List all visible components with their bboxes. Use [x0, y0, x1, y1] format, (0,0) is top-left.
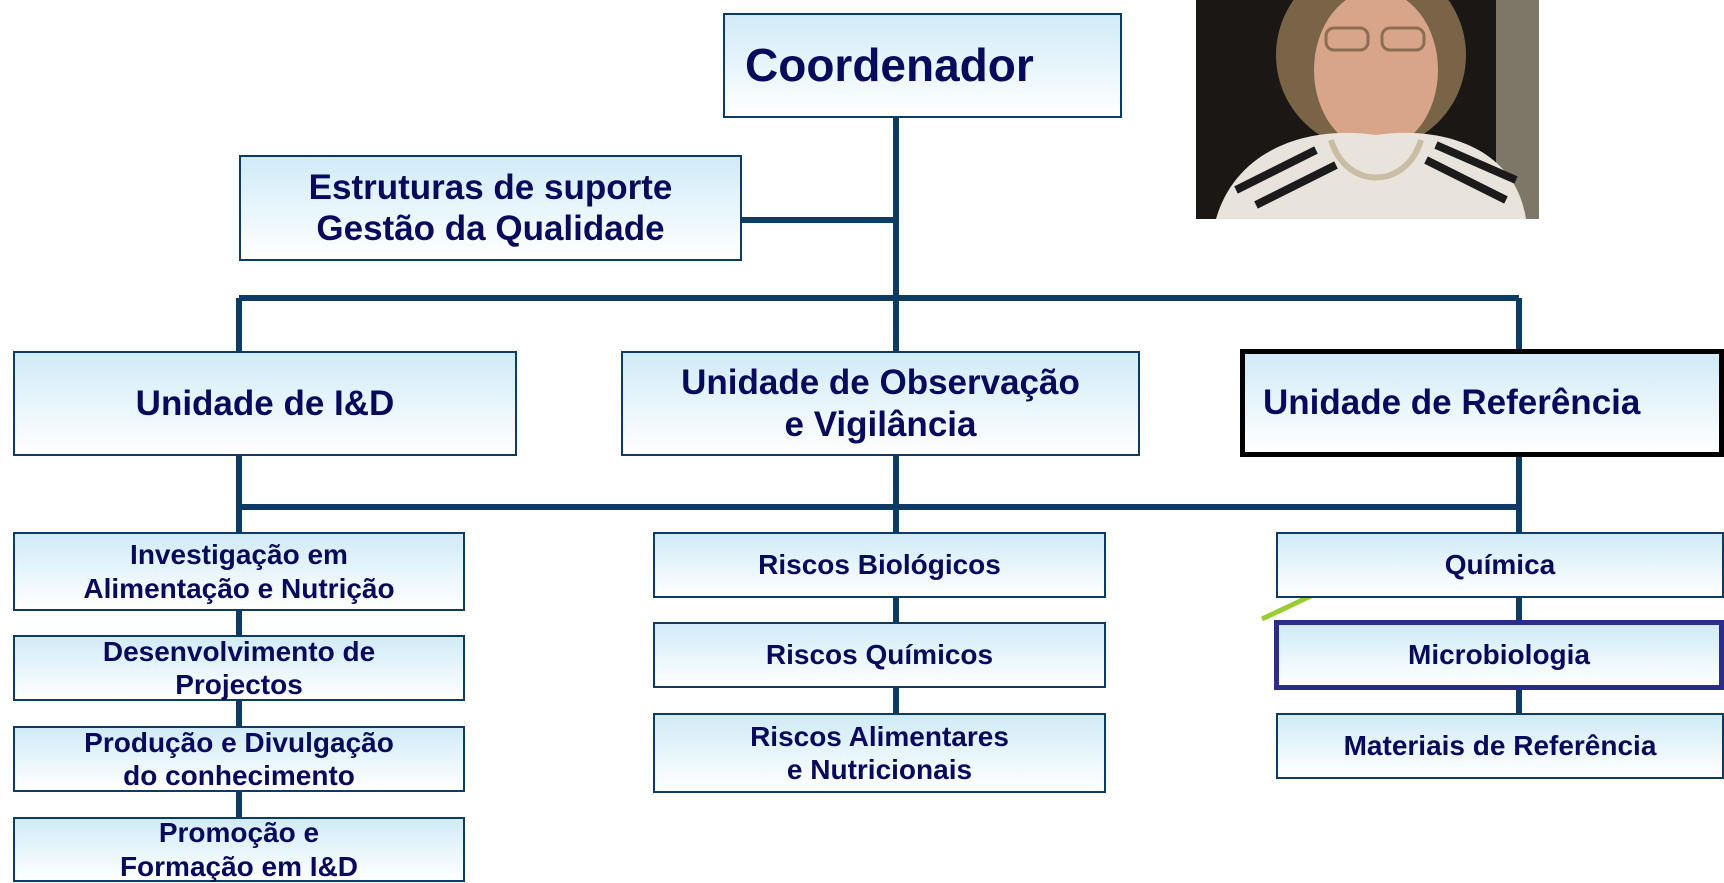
unit-observation-box: Unidade de Observação e Vigilância	[621, 351, 1140, 456]
unit-reference-box: Unidade de Referência	[1240, 349, 1724, 457]
rd-item-training: Promoção e Formação em I&D	[13, 817, 465, 882]
reference-item-chemistry: Química	[1276, 532, 1724, 598]
coordinator-portrait-photo	[1196, 0, 1539, 219]
rd-item-research: Investigação em Alimentação e Nutrição	[13, 532, 465, 611]
rd-item-knowledge: Produção e Divulgação do conhecimento	[13, 726, 465, 792]
observation-item-chemical: Riscos Químicos	[653, 622, 1106, 688]
observation-item-food: Riscos Alimentares e Nutricionais	[653, 713, 1106, 793]
coordinator-box: Coordenador	[723, 13, 1122, 118]
observation-item-biological: Riscos Biológicos	[653, 532, 1106, 598]
reference-item-materials: Materiais de Referência	[1276, 713, 1724, 779]
reference-item-microbiology: Microbiologia	[1274, 620, 1724, 690]
unit-rd-box: Unidade de I&D	[13, 351, 517, 456]
support-structures-box: Estruturas de suporte Gestão da Qualidad…	[239, 155, 742, 261]
rd-item-projects: Desenvolvimento de Projectos	[13, 635, 465, 701]
